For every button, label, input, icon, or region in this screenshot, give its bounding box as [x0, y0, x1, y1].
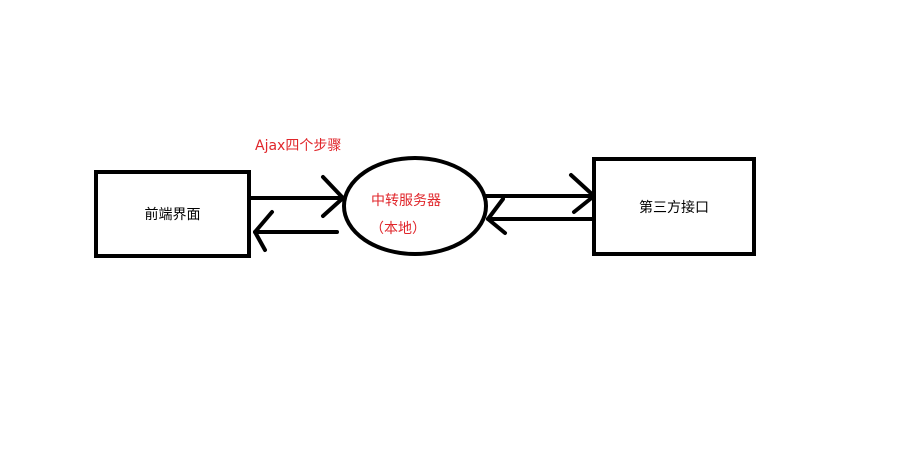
- relay-server-label: 中转服务器: [371, 193, 441, 209]
- relay-server-node: [342, 156, 488, 256]
- arrow-frontend-to-relay: [248, 175, 345, 218]
- relay-server-sublabel: （本地）: [370, 221, 426, 237]
- third-party-label: 第三方接口: [639, 199, 709, 216]
- arrow-third-party-to-relay: [486, 197, 596, 235]
- arrow-relay-to-frontend: [253, 210, 339, 252]
- third-party-node: 第三方接口: [592, 157, 756, 256]
- frontend-node: 前端界面: [94, 170, 251, 258]
- arrow-relay-to-third-party: [483, 173, 596, 214]
- frontend-label: 前端界面: [144, 207, 201, 223]
- ajax-steps-annotation: Ajax四个步骤: [255, 138, 342, 154]
